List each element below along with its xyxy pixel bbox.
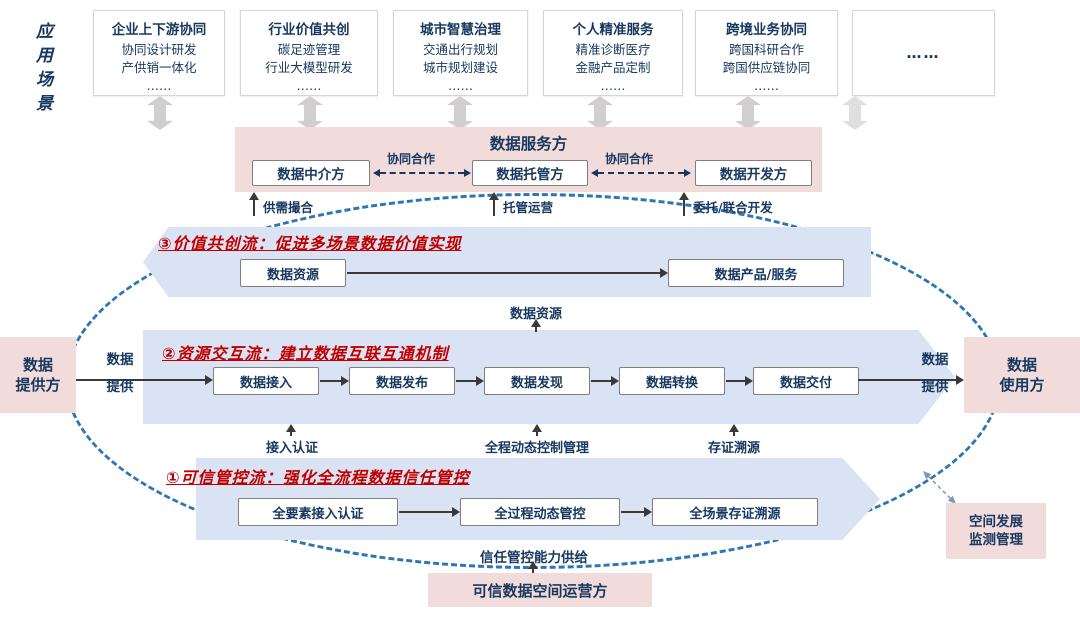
provider-flow-label-line: 数据: [106, 352, 134, 368]
provider-flow-label-line: 提供: [106, 379, 134, 396]
data-consumer-label-line: 数据: [1006, 355, 1037, 374]
monitor-box: 空间发展 监测管理: [946, 503, 1046, 559]
app-scenario-title: 城市智慧治理: [420, 22, 501, 38]
flow1-title: ①可信管控流：强化全流程数据信任管控: [166, 468, 470, 487]
operator-banner: 可信数据空间运营方: [428, 573, 652, 607]
app-scenario-item: 跨国科研合作: [728, 42, 804, 57]
flow2-title: ②资源交互流：建立数据互联互通机制: [162, 344, 449, 363]
double-arrow-icon: [587, 96, 613, 130]
data-consumer-label-line: 使用方: [999, 376, 1045, 394]
app-scenario-item: 交通出行规划: [422, 42, 498, 57]
data-provider-box: 数据 提供方: [0, 337, 76, 413]
app-scenario-item: ……: [754, 78, 779, 94]
function-label-hosting: 托管运营: [503, 200, 554, 215]
double-arrow-icon: [447, 96, 473, 130]
app-scenario-item: ……: [448, 78, 473, 94]
collab-arrow-icon: [591, 169, 691, 177]
provider-flow-label: 数据 提供: [97, 352, 143, 395]
app-scenario-title: 行业价值共创: [268, 22, 350, 38]
app-scenario-item: 碳足迹管理: [277, 42, 341, 57]
double-arrow-icon: [297, 96, 323, 130]
app-scenario-item: 行业大模型研发: [265, 60, 353, 76]
consumer-flow-label-line: 提供: [921, 379, 949, 396]
app-scenario-title: 个人精准服务: [572, 22, 654, 38]
data-access-box: 数据接入: [213, 367, 319, 395]
data-publish-box: 数据发布: [349, 367, 455, 395]
trust-supply-label: 信任管控能力供给: [480, 550, 588, 566]
app-scenario-item: ……: [296, 78, 322, 94]
role-box-custodian: 数据托管方: [472, 160, 588, 186]
collab-arrow-icon: [373, 169, 471, 177]
access-auth-connector-label: 接入认证: [265, 441, 318, 456]
data-provider-label-line: 提供方: [15, 376, 61, 394]
app-scenario-box-more: ……: [852, 10, 995, 96]
data-deliver-box: 数据交付: [753, 367, 859, 395]
app-scenario-item: 城市规划建设: [422, 60, 498, 76]
data-resource-box: 数据资源: [240, 259, 346, 287]
dynamic-control-box: 全过程动态管控: [460, 498, 620, 526]
up-arrow-icon: [536, 432, 538, 436]
evidence-connector-label: 存证溯源: [707, 441, 760, 456]
app-scenario-item: 协同设计研发: [121, 42, 197, 57]
monitor-label-line: 监测管理: [969, 532, 1023, 548]
collab-label-left: 协同合作: [387, 152, 436, 166]
double-arrow-icon: [735, 96, 761, 130]
app-scenario-item: ……: [600, 78, 626, 94]
function-label-development: 委托/联合开发: [693, 200, 773, 215]
role-box-intermediary: 数据中介方: [252, 160, 370, 186]
right-arrow-icon: [456, 380, 476, 382]
up-arrow-icon: [290, 432, 292, 436]
right-arrow-icon: [621, 511, 644, 513]
more-label: ……: [906, 44, 941, 62]
consumer-flow-arrow: [858, 379, 956, 381]
up-arrow-icon: [733, 432, 735, 436]
data-transform-box: 数据转换: [619, 367, 725, 395]
data-provider-label-line: 数据: [22, 355, 53, 374]
role-box-developer: 数据开发方: [695, 160, 812, 186]
function-label-matching: 供需撮合: [263, 200, 314, 215]
app-scenario-box-industry: 行业价值共创 碳足迹管理 行业大模型研发 ……: [240, 10, 378, 96]
flow3-title: ③价值共创流：促进多场景数据价值实现: [158, 234, 462, 253]
monitor-dashed-arrow-icon: [923, 471, 956, 504]
data-consumer-box: 数据 使用方: [964, 337, 1080, 413]
up-arrow-icon: [493, 200, 495, 216]
dynamic-control-connector-label: 全程动态控制管理: [484, 441, 589, 456]
evidence-trace-box: 全场景存证溯源: [652, 498, 818, 526]
collab-label-right: 协同合作: [605, 152, 654, 166]
up-arrow-icon: [532, 569, 534, 575]
app-scenario-box-crossborder: 跨境业务协同 跨国科研合作 跨国供应链协同 ……: [695, 10, 838, 96]
app-scenario-box-city: 城市智慧治理 交通出行规划 城市规划建设 ……: [393, 10, 528, 96]
app-scenario-title: 企业上下游协同: [111, 22, 207, 38]
right-arrow-icon: [726, 380, 745, 382]
double-arrow-icon: [147, 96, 173, 130]
right-arrow-icon: [399, 511, 452, 513]
data-discover-box: 数据发现: [484, 367, 590, 395]
data-service-banner: 数据服务方 协同合作 协同合作 数据中介方 数据托管方 数据开发方: [235, 127, 822, 192]
provider-flow-arrow: [76, 379, 205, 381]
app-scenario-item: ……: [146, 78, 172, 94]
app-scenario-item: 跨国供应链协同: [722, 60, 811, 76]
app-scenario-item: 产供销一体化: [121, 60, 197, 76]
access-auth-box: 全要素接入认证: [238, 498, 398, 526]
double-arrow-icon: [842, 96, 868, 130]
right-arrow-icon: [591, 380, 611, 382]
app-scenario-item: 精准诊断医疗: [575, 42, 651, 57]
app-scenario-box-personal: 个人精准服务 精准诊断医疗 金融产品定制 ……: [543, 10, 683, 96]
up-arrow-icon: [683, 200, 685, 216]
monitor-label-line: 空间发展: [969, 513, 1023, 530]
right-arrow-icon: [320, 380, 341, 382]
app-scenario-box-enterprise: 企业上下游协同 协同设计研发 产供销一体化 ……: [93, 10, 225, 96]
consumer-flow-label-line: 数据: [921, 352, 949, 368]
app-scenario-item: 金融产品定制: [575, 60, 651, 76]
right-arrow-icon: [347, 272, 660, 274]
data-product-box: 数据产品/服务: [668, 259, 844, 287]
consumer-flow-label: 数据 提供: [912, 352, 958, 395]
up-arrow-icon: [535, 327, 537, 332]
data-service-title: 数据服务方: [489, 135, 568, 153]
app-scenario-title: 跨境业务协同: [726, 22, 807, 38]
data-resource-connector-label: 数据资源: [509, 307, 562, 322]
application-scenarios-label: 应用场景: [32, 22, 52, 118]
up-arrow-icon: [253, 200, 255, 216]
